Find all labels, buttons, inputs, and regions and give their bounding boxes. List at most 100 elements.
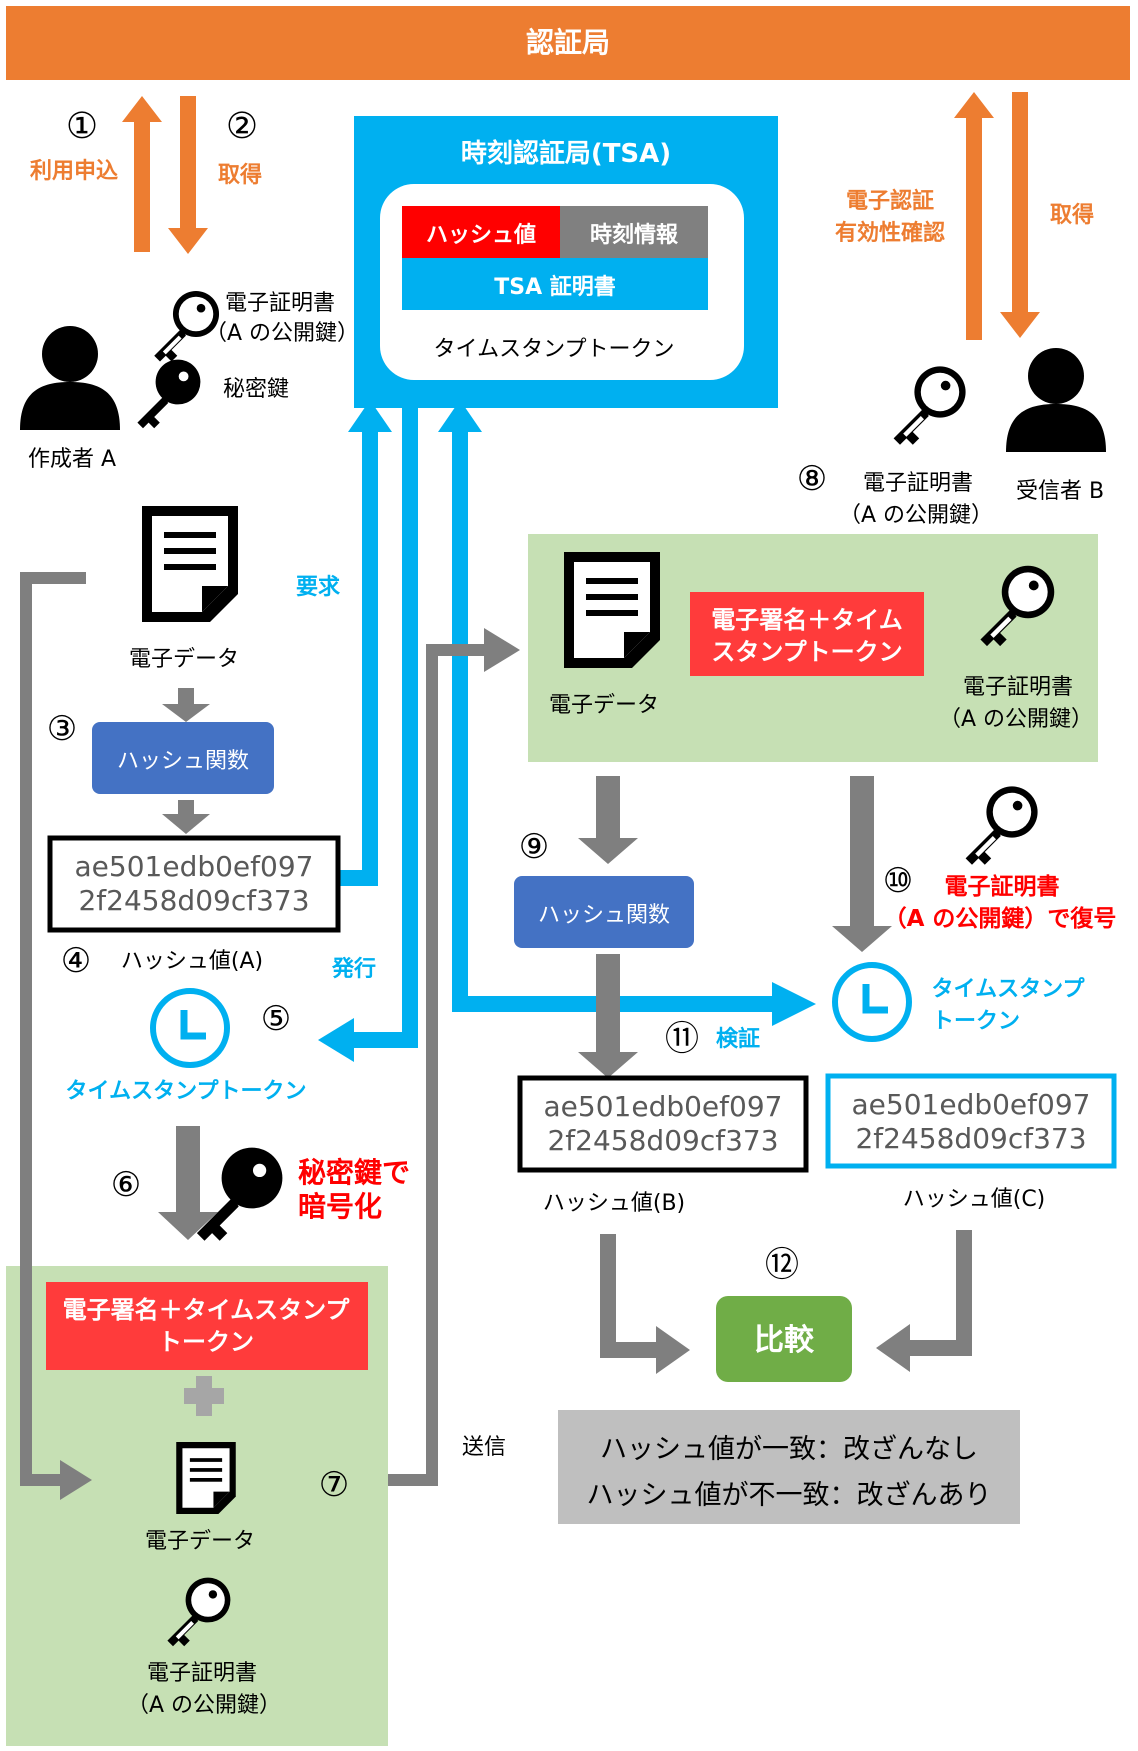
issue-line	[354, 408, 418, 1048]
right-down-arrow-1	[578, 776, 638, 864]
verify-line	[452, 430, 778, 1012]
verify-arrowhead-right	[772, 982, 816, 1026]
left-down-arrow-2	[162, 800, 210, 834]
issue-label: 発行	[331, 956, 376, 982]
tsa-title: 時刻認証局(TSA)	[461, 138, 671, 169]
author-private-key-icon	[137, 359, 201, 429]
result-line-1: ハッシュ値が一致：改ざんなし	[600, 1434, 978, 1465]
decrypt-label-2: （A の公開鍵）で復号	[884, 905, 1117, 932]
right-sig-1: 電子署名＋タイム	[711, 606, 903, 634]
step-11: ⑪	[665, 1019, 699, 1059]
blue-connectors: 要求 発行	[296, 400, 816, 1062]
right-package: 電子データ 電子署名＋タイム スタンプトークン 電子証明書 （A の公開鍵）	[528, 534, 1098, 762]
ca-title: 認証局	[526, 26, 610, 59]
left-hash-line-2: 2f2458d09cf373	[78, 884, 309, 917]
author-cert-2: （A の公開鍵）	[205, 321, 359, 346]
encrypt-label-1: 秘密鍵で	[298, 1156, 410, 1189]
send-label: 送信	[462, 1435, 506, 1460]
get-right-label: 取得	[1050, 202, 1094, 228]
compare-arrow-right	[876, 1230, 972, 1372]
right-flow: ⑨ ハッシュ関数 ⑩ 電子証明書 （A の公開鍵）で復号 タイムスタンプ トーク…	[514, 776, 1117, 1524]
verify-arrowhead-up	[438, 400, 482, 432]
decrypt-key-icon	[965, 786, 1038, 865]
author-person-icon	[20, 326, 120, 430]
encrypt-key-icon	[196, 1147, 283, 1241]
step-7: ⑦	[319, 1465, 349, 1505]
author-a: 作成者 A 電子証明書 （A の公開鍵） 秘密鍵	[20, 290, 359, 472]
cert-check-label-2: 有効性確認	[835, 220, 945, 246]
encrypt-label-2: 暗号化	[298, 1190, 382, 1223]
compare-arrow-left	[600, 1234, 690, 1374]
tsa-hash-text: ハッシュ値	[426, 223, 536, 248]
author-private-key-label: 秘密鍵	[223, 377, 289, 402]
step-1: ①	[66, 106, 98, 147]
tsa-cert-cell	[402, 258, 708, 310]
left-down-arrow-1	[162, 688, 210, 722]
step-2: ②	[226, 106, 258, 147]
data-copy-arrowhead	[60, 1460, 92, 1500]
author-name: 作成者 A	[28, 447, 116, 472]
hash-c-line-2: 2f2458d09cf373	[855, 1122, 1086, 1155]
right-down-arrow-2	[578, 954, 638, 1078]
ca-arrows-left: ① 利用申込 ② 取得	[30, 96, 262, 254]
cert-check-arrow	[954, 92, 994, 340]
right-timestamp-1: タイムスタンプ	[932, 977, 1086, 1002]
hash-c-line-1: ae501edb0ef097	[852, 1088, 1091, 1121]
apply-arrow	[122, 96, 162, 252]
hash-b-line-2: 2f2458d09cf373	[547, 1124, 778, 1157]
left-package-edata: 電子データ	[145, 1529, 255, 1554]
ca-arrows-right: 電子認証 有効性確認 取得	[835, 92, 1094, 340]
result-line-2: ハッシュ値が不一致：改ざんあり	[587, 1480, 992, 1511]
tsa-timeinfo-text: 時刻情報	[590, 222, 679, 248]
step-4: ④	[61, 941, 91, 981]
hash-b-line-1: ae501edb0ef097	[544, 1090, 783, 1123]
left-flow: 電子データ ③ ハッシュ関数 ae501edb0ef097 2f2458d09c…	[47, 506, 410, 1241]
ca-bar-bg	[6, 6, 1130, 80]
left-sig-2: トークン	[158, 1328, 254, 1356]
left-package-doc-icon	[176, 1442, 236, 1514]
ca-bar: 認証局	[6, 6, 1130, 80]
tsa-hash-cell	[402, 206, 560, 258]
left-timestamp-label: タイムスタンプトークン	[66, 1079, 307, 1104]
left-sig-box	[46, 1282, 368, 1370]
receiver-b: 受信者 B ⑧ 電子証明書 （A の公開鍵）	[797, 348, 1106, 528]
issue-arrowhead	[318, 1018, 354, 1062]
right-timestamp-2: トークン	[932, 1009, 1020, 1034]
get-arrow	[168, 96, 208, 254]
send-line	[388, 644, 490, 1486]
left-hash-fn-box	[92, 722, 274, 794]
receiver-cert-1: 電子証明書	[863, 471, 973, 496]
left-clock-icon	[153, 991, 227, 1065]
left-package-cert-2: （A の公開鍵）	[127, 1693, 281, 1718]
cert-check-label-1: 電子認証	[846, 188, 934, 214]
right-hash-fn-label: ハッシュ関数	[538, 903, 670, 928]
compare-label: 比較	[754, 1323, 815, 1358]
compare-box	[716, 1296, 852, 1382]
step-6: ⑥	[111, 1165, 141, 1205]
step-3: ③	[47, 709, 77, 749]
left-hash-label: ハッシュ値(A)	[121, 949, 263, 974]
left-hash-box	[47, 835, 341, 933]
decrypt-label-1: 電子証明書	[945, 873, 1060, 900]
hash-c-box	[825, 1073, 1117, 1169]
hash-c-label: ハッシュ値(C)	[903, 1187, 1046, 1212]
author-cert-1: 電子証明書	[225, 291, 335, 316]
left-edata-label: 電子データ	[129, 647, 239, 672]
receiver-key-icon	[893, 366, 966, 445]
left-package: 電子署名＋タイムスタンプ トークン 電子データ 電子証明書 （A の公開鍵） ⑦	[6, 1266, 388, 1746]
left-package-cert-1: 電子証明書	[147, 1661, 257, 1686]
hash-b-label: ハッシュ値(B)	[543, 1191, 685, 1216]
receiver-name: 受信者 B	[1016, 479, 1104, 504]
verify-label: 検証	[716, 1026, 760, 1052]
data-copy-line	[20, 572, 86, 1486]
result-box	[558, 1410, 1020, 1524]
left-hash-fn-label: ハッシュ関数	[117, 749, 249, 774]
left-hash-line-1: ae501edb0ef097	[75, 850, 314, 883]
right-sig-2: スタンプトークン	[711, 638, 902, 666]
step-8: ⑧	[797, 459, 827, 499]
right-sig-box	[690, 592, 924, 676]
gray-connectors: 送信	[20, 572, 520, 1500]
request-arrowhead	[348, 400, 392, 432]
request-label: 要求	[296, 575, 340, 600]
